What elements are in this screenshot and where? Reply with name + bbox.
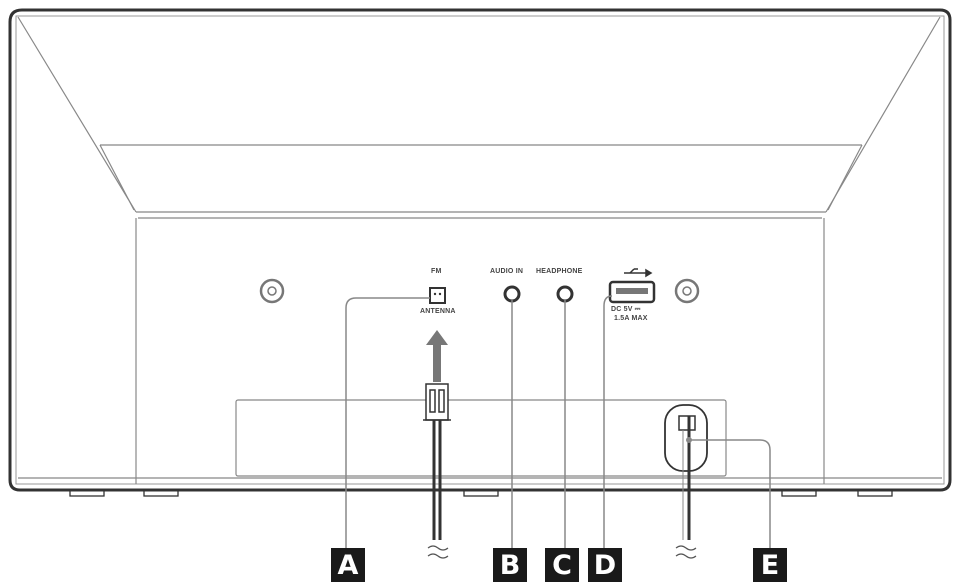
callout-a: A xyxy=(331,548,365,582)
antenna-label: ANTENNA xyxy=(420,308,456,315)
fm-label: FM xyxy=(431,268,442,275)
fm-antenna-terminal xyxy=(429,287,446,304)
cable-break-icon xyxy=(427,545,449,559)
audio-in-jack xyxy=(503,285,521,303)
headphone-label: HEADPHONE xyxy=(536,268,583,275)
usb-rating-line2: 1.5A MAX xyxy=(614,315,648,322)
screw-hole-left xyxy=(259,278,285,304)
feet xyxy=(69,489,893,497)
usb-rating-line1: DC 5V ⎓ xyxy=(611,306,641,313)
callout-e: E xyxy=(753,548,787,582)
headphone-jack xyxy=(556,285,574,303)
insert-arrow-icon xyxy=(426,330,448,382)
audio-in-label: AUDIO IN xyxy=(490,268,524,275)
leader-lines xyxy=(345,295,771,548)
lower-recess xyxy=(235,399,727,477)
usb-icon xyxy=(624,268,653,278)
screw-hole-right xyxy=(674,278,700,304)
callout-c: C xyxy=(545,548,579,582)
cable-break-icon xyxy=(675,545,697,559)
usb-port xyxy=(608,280,656,304)
antenna-plug xyxy=(423,383,451,540)
callout-b: B xyxy=(493,548,527,582)
device-body xyxy=(8,8,952,492)
callout-d: D xyxy=(588,548,622,582)
power-cord xyxy=(664,404,708,540)
top-slope xyxy=(17,16,942,484)
